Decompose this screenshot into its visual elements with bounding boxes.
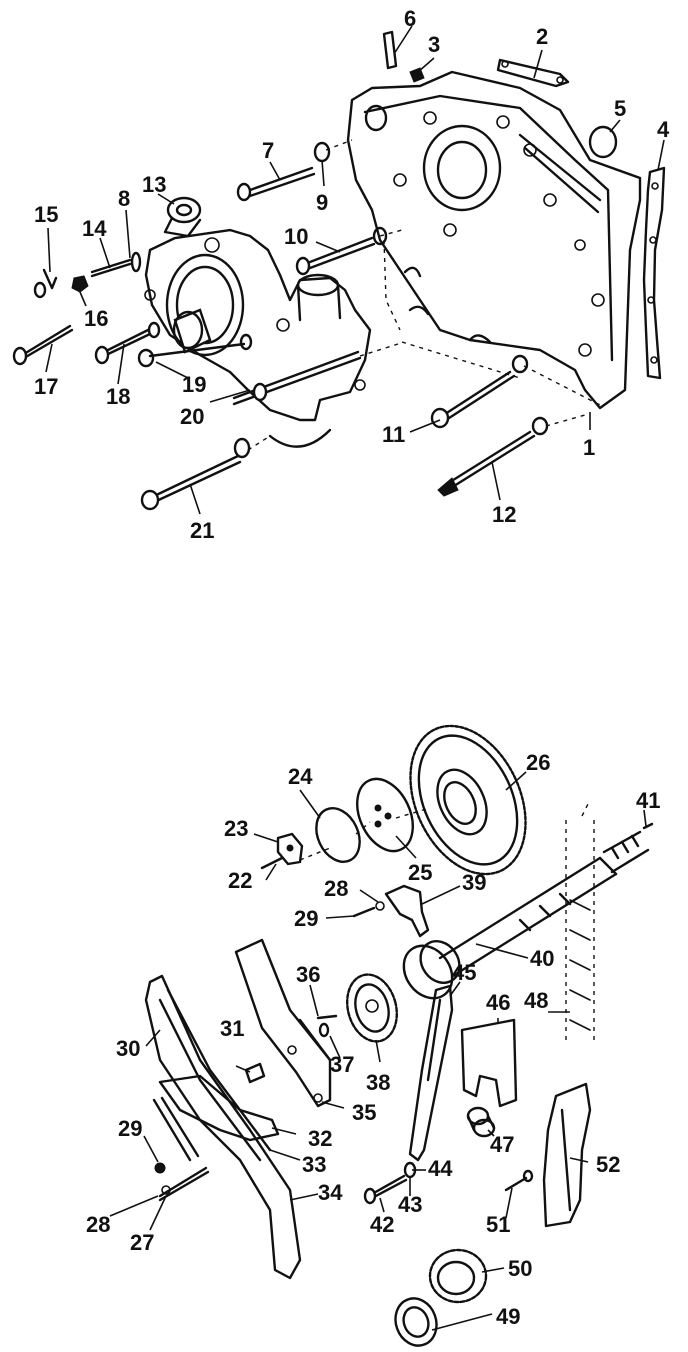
hub-plate <box>356 777 414 853</box>
callout-5: 5 <box>614 96 626 121</box>
link <box>158 1074 280 1142</box>
injection-pump-drive-assembly <box>109 724 654 1347</box>
callout-21: 21 <box>190 518 214 543</box>
retainer-screw <box>260 856 284 870</box>
callout-14: 14 <box>82 216 107 241</box>
callout-8: 8 <box>118 186 130 211</box>
callout-2: 2 <box>536 24 548 49</box>
cover-screw <box>504 1176 528 1192</box>
callout-13: 13 <box>142 172 166 197</box>
callout-36: 36 <box>296 962 320 987</box>
callout-41: 41 <box>636 788 660 813</box>
alignment-lines-lower <box>299 799 591 861</box>
callout-46: 46 <box>486 990 510 1015</box>
timing-cover-assembly <box>12 25 666 515</box>
callout-10: 10 <box>284 224 308 249</box>
callout-35: 35 <box>352 1100 376 1125</box>
callout-33: 33 <box>302 1152 326 1177</box>
callout-3: 3 <box>428 32 440 57</box>
callout-49: 49 <box>496 1304 520 1329</box>
callout-4: 4 <box>657 117 670 142</box>
drive-shaft <box>402 830 650 1000</box>
water-pump <box>144 228 372 448</box>
callout-31: 31 <box>220 1016 244 1041</box>
callout-1: 1 <box>583 435 595 460</box>
callout-22: 22 <box>228 868 252 893</box>
callout-11: 11 <box>382 422 405 447</box>
oil-seal <box>394 1297 438 1347</box>
callout-51: 51 <box>486 1212 510 1237</box>
callout-9: 9 <box>316 190 328 215</box>
front-plate <box>346 70 642 410</box>
pin <box>642 822 654 830</box>
alignment-lines-upper <box>247 139 601 451</box>
callout-39: 39 <box>462 870 486 895</box>
bushing <box>466 1106 496 1138</box>
callout-25: 25 <box>408 860 432 885</box>
callout-28-lower: 28 <box>86 1212 110 1237</box>
governor-arm <box>144 974 302 1280</box>
callout-12: 12 <box>492 502 516 527</box>
callout-48: 48 <box>524 988 548 1013</box>
callout-29-lower: 29 <box>118 1116 142 1141</box>
side-cover <box>542 1082 592 1228</box>
thermostat <box>163 196 202 238</box>
clip <box>382 30 398 70</box>
callout-24: 24 <box>288 764 313 789</box>
leader-lines-lower <box>109 771 647 1331</box>
callout-15: 15 <box>34 202 58 227</box>
callout-20: 20 <box>180 404 204 429</box>
callout-40: 40 <box>530 946 554 971</box>
callout-29-upper: 29 <box>294 906 318 931</box>
callout-52: 52 <box>596 1152 620 1177</box>
callout-50: 50 <box>508 1256 532 1281</box>
callout-28-upper: 28 <box>324 876 348 901</box>
callout-45: 45 <box>452 960 476 985</box>
callout-32: 32 <box>308 1126 332 1151</box>
callout-18: 18 <box>106 384 130 409</box>
callout-19: 19 <box>182 372 206 397</box>
callout-42: 42 <box>370 1212 394 1237</box>
drive-gear <box>428 1248 488 1304</box>
control-arm <box>408 984 454 1162</box>
callout-labels: 1 2 3 4 5 6 7 8 9 10 11 12 13 14 15 16 1… <box>34 6 670 1329</box>
idler-gear <box>409 724 527 876</box>
bracket <box>496 58 570 88</box>
callout-43: 43 <box>398 1192 422 1217</box>
bracket-plate <box>460 1018 518 1108</box>
governor-gear <box>346 973 398 1043</box>
callout-23: 23 <box>224 816 248 841</box>
seal-ring <box>588 125 618 159</box>
plug <box>409 67 425 83</box>
spring <box>244 1062 266 1084</box>
callout-27: 27 <box>130 1230 154 1255</box>
callout-7: 7 <box>262 138 274 163</box>
callout-38: 38 <box>366 1070 390 1095</box>
callout-34: 34 <box>318 1180 343 1205</box>
chain <box>565 820 595 1040</box>
callout-47: 47 <box>490 1132 514 1157</box>
callout-16: 16 <box>84 306 108 331</box>
governor-lever <box>384 884 430 938</box>
weight-arm <box>234 938 332 1108</box>
bolts-upper <box>12 141 549 511</box>
callout-37: 37 <box>330 1052 354 1077</box>
retainer-plate <box>276 832 304 866</box>
callout-26: 26 <box>526 750 550 775</box>
callout-17: 17 <box>34 374 58 399</box>
snap-ring <box>315 807 361 863</box>
leader-lines-upper <box>45 25 665 515</box>
callout-44: 44 <box>428 1156 453 1181</box>
gasket <box>642 166 666 380</box>
callout-30: 30 <box>116 1036 140 1061</box>
callout-6: 6 <box>404 6 416 31</box>
